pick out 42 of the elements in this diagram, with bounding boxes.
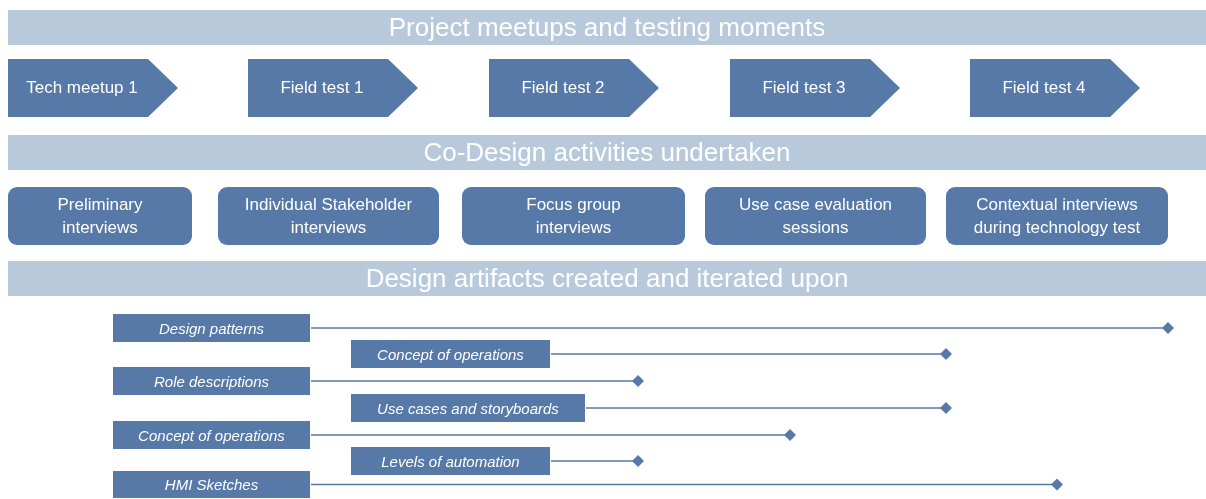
artifact-label: Design patterns <box>158 319 265 337</box>
activity-label: Focus group interviews <box>525 194 622 239</box>
timeline-line <box>310 375 644 387</box>
artifact-label: Concept of operations <box>377 345 524 363</box>
activity-box <box>218 187 439 245</box>
section-header-band <box>8 261 1206 296</box>
artifact-label: HMI Sketches <box>164 476 259 493</box>
artifact-box <box>112 420 311 450</box>
milestone-label: Field test 4 <box>1002 78 1087 98</box>
timeline-line <box>310 478 1063 491</box>
milestone-label: Field test 3 <box>762 78 847 98</box>
artifact-label: Use cases and storyboards <box>377 399 559 417</box>
activity-label: Preliminary interviews <box>56 194 144 239</box>
timeline-line <box>585 402 952 414</box>
milestone-label: Tech meetup 1 <box>26 78 139 98</box>
section-header-band <box>8 10 1206 45</box>
artifact-label: Concept of operations <box>138 426 285 444</box>
artifact-label: Levels of automation <box>381 452 520 470</box>
section-title: Project meetups and testing moments <box>388 12 826 43</box>
timeline-line <box>310 429 796 441</box>
milestone-label: Field test 2 <box>521 78 606 98</box>
section-title: Design artifacts created and iterated upon <box>365 263 849 294</box>
artifact-label: Role descriptions <box>153 372 270 390</box>
activity-box <box>946 187 1168 245</box>
timeline-line <box>550 455 644 467</box>
activity-label: Individual Stakeholder interviews <box>243 194 414 239</box>
activity-label: Contextual interviews during technology test <box>972 194 1142 239</box>
activity-box <box>8 187 192 245</box>
activity-box <box>462 187 685 245</box>
artifact-box <box>112 313 311 343</box>
section-header-band <box>8 135 1206 170</box>
timeline-line <box>310 322 1174 334</box>
artifact-box <box>112 366 311 396</box>
activity-label: Use case evaluation sessions <box>737 194 894 239</box>
section-title: Co-Design activities undertaken <box>423 137 791 168</box>
timeline-line <box>550 348 952 360</box>
artifact-box <box>350 393 586 423</box>
artifact-box <box>350 446 551 476</box>
artifact-box <box>350 339 551 369</box>
milestone-label: Field test 1 <box>280 78 365 98</box>
artifact-box <box>112 470 311 499</box>
activity-box <box>705 187 926 245</box>
